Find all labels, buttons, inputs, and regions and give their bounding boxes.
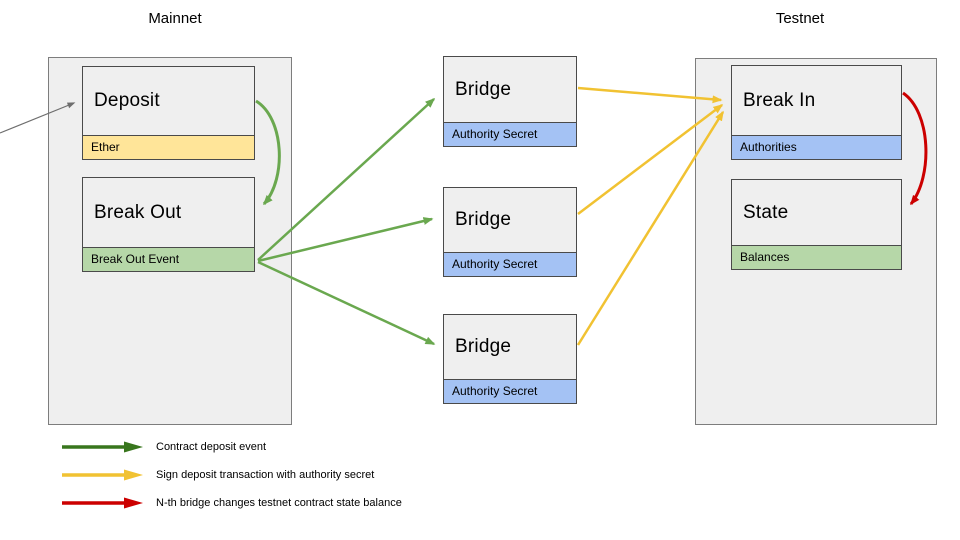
bridge-title: Bridge: [455, 336, 512, 357]
authority-secret-tag: Authority Secret: [444, 252, 576, 276]
authority-secret-tag: Authority Secret: [444, 122, 576, 146]
balances-tag: Balances: [732, 245, 901, 269]
legend-row-deposit-event: Contract deposit event: [61, 440, 266, 454]
bridge-title: Bridge: [455, 209, 512, 230]
legend-red-arrow-icon: [62, 497, 143, 509]
bridge-node-1: Bridge Authority Secret: [443, 56, 577, 147]
breakin-title: Break In: [743, 89, 816, 111]
breakout-node: Break Out Break Out Event: [82, 177, 255, 272]
legend-green-arrow-icon: [62, 441, 143, 453]
legend-yellow-arrowhead-icon: [124, 469, 143, 481]
legend-label-sign-transaction: Sign deposit transaction with authority …: [156, 469, 375, 481]
ether-tag: Ether: [83, 135, 254, 159]
breakout-event-tag: Break Out Event: [83, 247, 254, 271]
bridge-node-2: Bridge Authority Secret: [443, 187, 577, 277]
deposit-title: Deposit: [94, 90, 160, 111]
deposit-node: Deposit Ether: [82, 66, 255, 160]
legend-row-sign-transaction: Sign deposit transaction with authority …: [61, 468, 374, 482]
authority-secret-tag: Authority Secret: [444, 379, 576, 403]
legend-label-state-balance: N-th bridge changes testnet contract sta…: [156, 497, 402, 509]
legend-row-state-balance: N-th bridge changes testnet contract sta…: [61, 496, 402, 510]
breakin-node: Break In Authorities: [731, 65, 902, 160]
breakout-title: Break Out: [94, 201, 182, 223]
legend-label-deposit-event: Contract deposit event: [156, 441, 267, 453]
testnet-label: Testnet: [775, 10, 825, 27]
mainnet-label: Mainnet: [148, 10, 202, 27]
legend-red-arrowhead-icon: [124, 497, 143, 509]
state-node: State Balances: [731, 179, 902, 270]
legend-yellow-arrow-icon: [62, 469, 143, 481]
bridge-title: Bridge: [455, 78, 512, 100]
legend-green-arrowhead-icon: [124, 441, 143, 453]
authorities-tag: Authorities: [732, 135, 901, 159]
bridge-node-3: Bridge Authority Secret: [443, 314, 577, 404]
state-title: State: [743, 201, 789, 223]
